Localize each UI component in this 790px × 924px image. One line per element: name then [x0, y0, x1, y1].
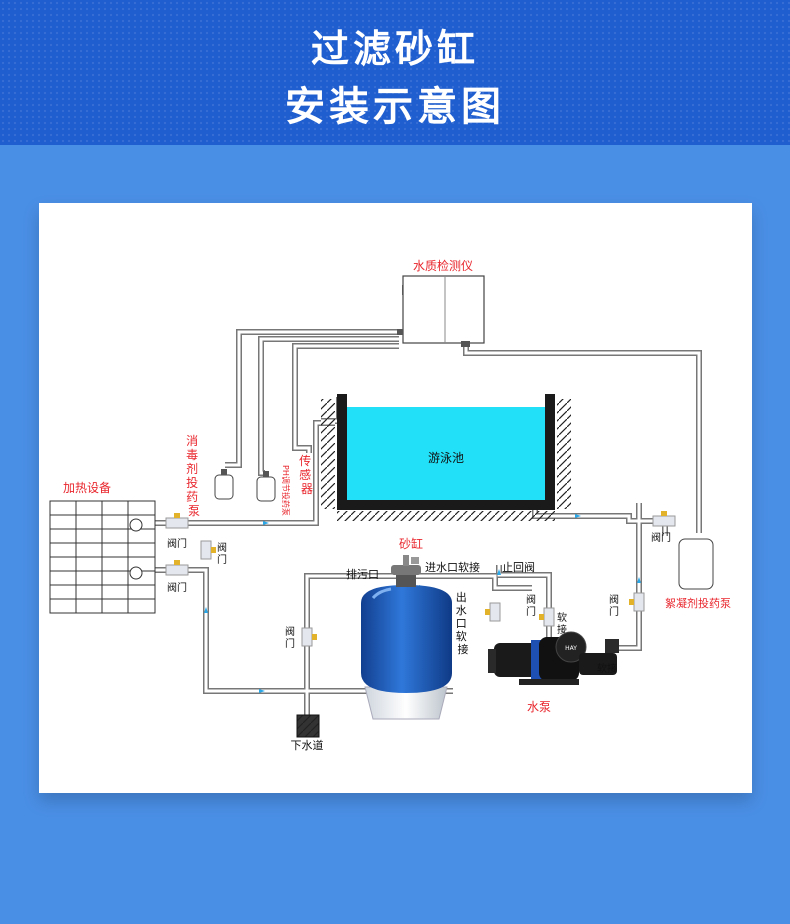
valve-label-flocculant-line: 阀 门 [609, 593, 622, 618]
flocculant-pump-label: 絮凝剂投药泵 [665, 596, 731, 610]
ph-pump-label: PH调节投药泵 [281, 465, 291, 516]
hose-label-horizontal: 软接 [597, 662, 617, 675]
pump-badge: HAY [565, 645, 577, 652]
valve-heater-top [165, 513, 189, 529]
heating-equipment-label: 加热设备 [63, 481, 111, 495]
sand-tank-label: 砂缸 [399, 536, 423, 551]
page-title-line1: 过滤砂缸 [310, 27, 479, 71]
valve-pump-inlet [539, 607, 555, 627]
valve-heater-return [200, 540, 216, 560]
flocculant-tank [678, 538, 714, 590]
pool-label: 游泳池 [428, 451, 464, 465]
valve-heater-bottom [165, 560, 189, 576]
drain-outlet-label: 排污口 [346, 567, 379, 581]
valve-flocculant-line [629, 592, 645, 612]
valve-label-heater-bottom: 阀门 [167, 581, 187, 594]
valve-label-heater-return: 阀 门 [217, 541, 230, 566]
sewer-label: 下水道 [291, 738, 324, 752]
disinfectant-tank [214, 469, 234, 500]
water-quality-meter-label: 水质检测仪 [413, 258, 473, 273]
valve-label-pump-inlet: 阀 门 [526, 593, 539, 618]
sand-filter-tank [361, 555, 452, 720]
header-banner: 过滤砂缸 安装示意图 [0, 0, 790, 145]
installation-diagram: 水质检测仪 游泳池 加热设备 阀门 阀门 [49, 258, 731, 752]
diagram-card: 水质检测仪 游泳池 加热设备 阀门 阀门 [39, 203, 752, 793]
outlet-hose-label: 出 水 口 软 接 [456, 590, 471, 656]
swimming-pool [321, 394, 571, 521]
water-pump-label: 水泵 [527, 700, 551, 714]
valve-outlet-right [485, 602, 501, 622]
valve-label-drain: 阀 门 [285, 625, 298, 650]
valve-label-return-right: 阀门 [651, 531, 671, 544]
sewer-grate [296, 714, 320, 738]
page-title-line2: 安装示意图 [285, 84, 505, 130]
hose-label-vertical: 软 接 [557, 611, 570, 636]
inlet-hose-label: 进水口软接 [425, 560, 480, 574]
water-quality-meter [397, 275, 485, 347]
water-pump [488, 631, 619, 685]
heating-equipment [49, 500, 156, 614]
sensor-label: 传 感 器 [299, 453, 315, 496]
check-valve-label: 止回阀 [502, 560, 535, 574]
disinfectant-pump-label: 消 毒 剂 投 药 泵 [186, 434, 202, 518]
valve-drain-left [301, 627, 317, 647]
valve-return-right [652, 511, 676, 527]
valve-label-heater-top: 阀门 [167, 537, 187, 550]
ph-tank [256, 471, 276, 502]
